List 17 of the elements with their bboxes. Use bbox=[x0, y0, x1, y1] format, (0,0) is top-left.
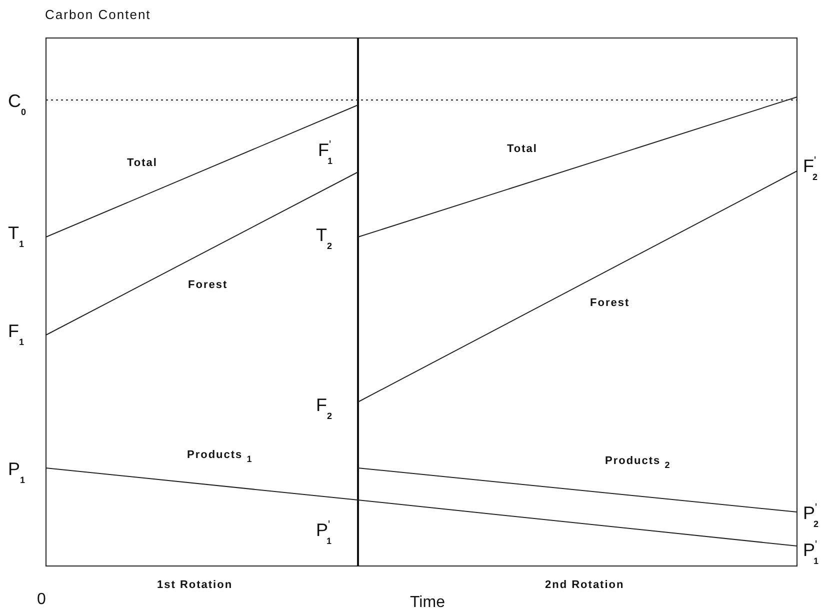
curve-label: F$_{2}$ bbox=[316, 396, 332, 421]
axis-title: Time bbox=[410, 595, 445, 611]
rotation-label: 2nd Rotation bbox=[545, 580, 624, 591]
curve-label: Forest bbox=[188, 280, 228, 291]
curve-label: Products $_{1}$ bbox=[187, 450, 253, 464]
rotation-label: 1st Rotation bbox=[157, 580, 233, 591]
curve-label: P$_{1}$ bbox=[8, 460, 26, 485]
axis-origin-label: 0 bbox=[37, 592, 46, 608]
curve-label: T$_{1}$ bbox=[8, 224, 24, 249]
curve-label: C$_{0}$ bbox=[8, 92, 26, 117]
curve-label: Forest bbox=[590, 298, 630, 309]
curve-label: T$_{2}$ bbox=[316, 226, 332, 251]
axis-title: Carbon Content bbox=[45, 8, 151, 21]
curve-label: F$_{1}$ bbox=[8, 322, 24, 347]
curve-label: Total bbox=[127, 158, 158, 169]
curve-label: Products $_{2}$ bbox=[605, 456, 671, 470]
curve-label: Total bbox=[507, 144, 538, 155]
